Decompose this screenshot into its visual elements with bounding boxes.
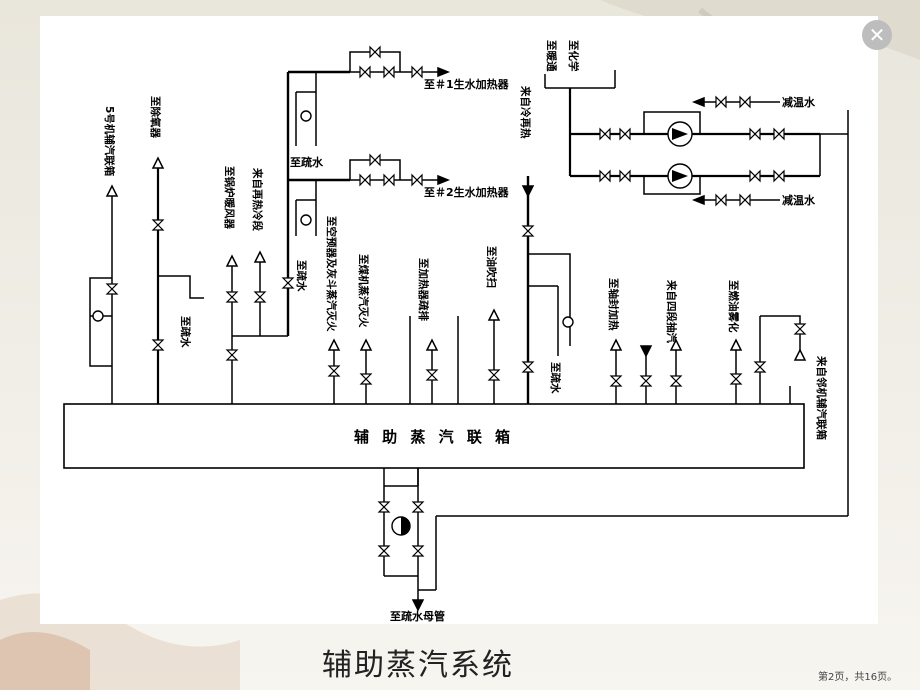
label-from-no4-extraction: 来自四段抽汽 (665, 279, 678, 343)
label-to-blowdown-cooler: 至加热器疏排 (417, 258, 430, 321)
label-desuperheat-water-2: 减温水 (782, 193, 816, 207)
valve-symbol (411, 65, 423, 79)
valve-symbol (369, 45, 381, 59)
valve-symbol (487, 369, 501, 381)
page-number: 第2页，共16页。 (818, 672, 898, 683)
valve-symbol (359, 173, 371, 187)
label-to-no2-heater: 至＃2生水加热器 (424, 185, 510, 199)
valve-symbol (383, 65, 395, 79)
valve-symbol (599, 127, 611, 141)
steam-system-diagram: 辅 助 蒸 汽 联 箱 (63, 40, 849, 623)
valve-symbol (411, 501, 425, 513)
valve-symbol (793, 323, 807, 335)
valve-symbol (151, 339, 165, 351)
valve-symbol (749, 127, 761, 141)
valve-symbol (521, 361, 535, 373)
valve-symbol (377, 501, 391, 513)
valve-symbol (521, 225, 535, 237)
label-to-oil-atomize: 至燃油雾化 (727, 280, 740, 333)
valve-symbol (411, 173, 423, 187)
valve-symbol (739, 193, 751, 207)
close-icon[interactable]: ✕ (868, 23, 886, 47)
valve-symbol (773, 169, 785, 183)
label-to-heating: 至暖通 (545, 40, 558, 72)
valve-symbol (225, 349, 239, 361)
valve-symbol (411, 545, 425, 557)
valve-symbol (639, 375, 653, 387)
valve-symbol (425, 369, 439, 381)
header-label: 辅 助 蒸 汽 联 箱 (354, 428, 514, 446)
label-from-cold-reheat-right: 来自冷再热 (519, 85, 532, 139)
valve-symbol (359, 65, 371, 79)
valve-symbol (749, 169, 761, 183)
label-to-boiler-fan-heater: 至锅炉暖风器 (223, 166, 236, 229)
valve-symbol (105, 283, 119, 295)
slide-title: 辅助蒸汽系统 (322, 648, 514, 683)
valve-symbol (369, 153, 381, 167)
valve-symbol (669, 375, 683, 387)
valve-symbol (359, 373, 373, 385)
valve-symbol (729, 373, 743, 385)
label-from-cold-reheat: 来自再热冷段 (251, 167, 264, 231)
valve-symbol (253, 291, 267, 303)
valve-symbol (599, 169, 611, 183)
valve-symbol (383, 173, 395, 187)
valve-symbol (619, 127, 631, 141)
label-to-drain-4: 至疏水 (549, 362, 562, 394)
label-unit5-aux-steam: 5号机辅汽联箱 (103, 106, 116, 177)
label-to-ash-steam-fire: 至空预器及灰斗蒸汽灭火 (325, 216, 338, 332)
valve-symbol (739, 95, 751, 109)
label-to-no1-heater: 至＃1生水加热器 (424, 77, 510, 91)
label-to-drain-main: 至疏水母管 (390, 609, 445, 623)
label-to-drain-2: 至疏水 (179, 316, 192, 348)
label-desuperheat-water-1: 减温水 (782, 95, 816, 109)
valve-symbol (281, 277, 295, 289)
close-button[interactable]: ✕ (862, 20, 892, 50)
valve-symbol (377, 545, 391, 557)
label-to-drain-3: 至疏水 (295, 260, 308, 292)
valve-symbol (225, 291, 239, 303)
label-to-chemistry: 至化学 (567, 40, 580, 72)
valve-symbol (753, 361, 767, 373)
diagram-panel: 辅 助 蒸 汽 联 箱 (40, 16, 878, 624)
label-from-other-unit: 来自邻机辅汽联箱 (815, 355, 828, 440)
valve-symbol (327, 365, 341, 377)
valve-symbol (773, 127, 785, 141)
auxiliary-steam-header (63, 403, 805, 469)
valve-symbol (619, 169, 631, 183)
label-to-drain-1: 至疏水 (290, 155, 324, 169)
label-to-deaerator: 至除氧器 (149, 96, 162, 138)
label-to-seal-heater: 至轴封加热 (607, 278, 620, 331)
valve-symbol (609, 375, 623, 387)
valve-symbol (151, 219, 165, 231)
valve-symbol (715, 95, 727, 109)
valve-symbol (715, 193, 727, 207)
label-to-oil-blow: 至油吹扫 (485, 246, 498, 288)
label-to-coal-mill-fire: 至煤机蒸汽灭火 (357, 254, 370, 328)
